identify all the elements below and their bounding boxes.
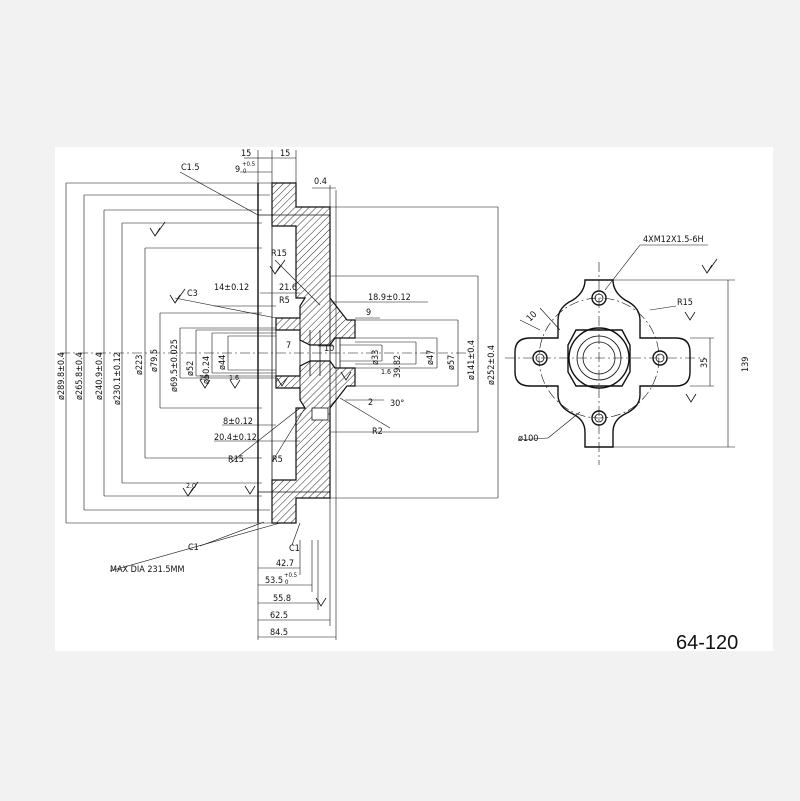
dim-9-right: 9 — [366, 308, 371, 318]
dim-42-7: 42.7 — [276, 559, 294, 569]
dim-r5-upper: R5 — [279, 296, 290, 306]
dia-57: ø57 — [447, 355, 457, 370]
dim-9-tol: +0.5 — [242, 161, 255, 168]
dia-240-9: ø240.9±0.4 — [95, 352, 105, 400]
dia-223: ø223 — [135, 355, 145, 375]
dim-r15-upper: R15 — [271, 249, 287, 259]
roughness-end-right — [685, 393, 697, 403]
thread-callout: 4XM12X1.5-6H — [643, 235, 704, 245]
dim-r5-lower: R5 — [272, 455, 283, 465]
dim-53-5-tol2: 0 — [285, 579, 289, 586]
hub-boss — [567, 329, 631, 387]
dim-0-4: 0.4 — [314, 177, 327, 187]
dim-62-5: 62.5 — [270, 611, 288, 621]
dim-21-6: 21.6 — [279, 283, 297, 293]
end-10: 10 — [525, 310, 539, 324]
dia-52: ø52 — [186, 361, 196, 376]
rough-1-6-b: 1.6 — [229, 374, 239, 382]
end-139: 139 — [741, 357, 751, 372]
section-view: 15 15 9 +0.5 0 C1.5 0.4 R15 21.6 14±0.12… — [57, 149, 499, 640]
dim-9-tol2: 0 — [243, 168, 247, 175]
dim-2: 2 — [368, 398, 373, 408]
dim-c1-left: C1 — [188, 543, 199, 553]
length-dimension-lines — [109, 150, 428, 640]
dim-55-8: 55.8 — [273, 594, 291, 604]
dia-50-24: ø50.24 — [202, 356, 212, 384]
dim-30deg: 30° — [390, 399, 404, 409]
dim-7: 7 — [286, 341, 291, 351]
dim-10: 10 — [324, 344, 334, 354]
dia-47: ø47 — [426, 350, 436, 365]
end-dia-100: ø100 — [518, 434, 538, 444]
roughness-symbols — [149, 221, 352, 607]
dim-84-5: 84.5 — [270, 628, 288, 638]
diameter-extension-lines — [65, 182, 276, 524]
dim-15-b: 15 — [280, 149, 290, 159]
roughness-end-r15 — [684, 311, 696, 321]
dia-79-5: ø79.5 — [150, 349, 160, 372]
dia-44: ø44 — [218, 355, 228, 370]
dim-r15-lower: R15 — [228, 455, 244, 465]
dim-15-a: 15 — [241, 149, 251, 159]
dim-8: 8±0.12 — [223, 417, 253, 427]
dia-289-8: ø289.8±0.4 — [57, 352, 67, 400]
dim-18-9: 18.9±0.12 — [368, 293, 411, 303]
dia-252: ø252±0.4 — [487, 345, 497, 385]
rough-1-6-a: 1.6 — [199, 374, 209, 382]
dia-33: ø33 — [371, 350, 381, 365]
dim-c3: C3 — [187, 289, 198, 299]
dia-69-5: ø69.5±0.025 — [170, 339, 180, 392]
dim-9: 9 — [235, 165, 240, 175]
bolt-hole-section — [311, 407, 329, 421]
drawing-sheet — [55, 147, 773, 651]
end-35: 35 — [700, 358, 710, 368]
end-r15: R15 — [677, 298, 693, 308]
roughness-end-top — [701, 258, 718, 274]
rough-1-6-c: 1.6 — [381, 368, 391, 376]
dim-14: 14±0.12 — [214, 283, 249, 293]
right-diameter-lines — [296, 206, 499, 499]
dia-39-82: 39.82 — [393, 355, 403, 378]
dia-265-8: ø265.8±0.4 — [75, 352, 85, 400]
rough-2-0: 2.0 — [186, 482, 196, 490]
dim-c15: C1.5 — [181, 163, 200, 173]
dim-r2: R2 — [372, 427, 383, 437]
dim-53-5: 53.5 — [265, 576, 283, 586]
dia-230-1: ø230.1±0.12 — [113, 352, 123, 405]
dim-53-5-tol: +0.5 — [284, 572, 297, 579]
dim-20-4: 20.4±0.12 — [214, 433, 257, 443]
dia-141: ø141±0.4 — [467, 340, 477, 380]
end-view: 4XM12X1.5-6H R15 10 35 139 ø100 — [505, 235, 751, 465]
part-number-label: 64-120 — [676, 632, 739, 654]
max-dia-note: MAX DIA 231.5MM — [110, 565, 185, 575]
dim-c1-right: C1 — [289, 544, 300, 554]
